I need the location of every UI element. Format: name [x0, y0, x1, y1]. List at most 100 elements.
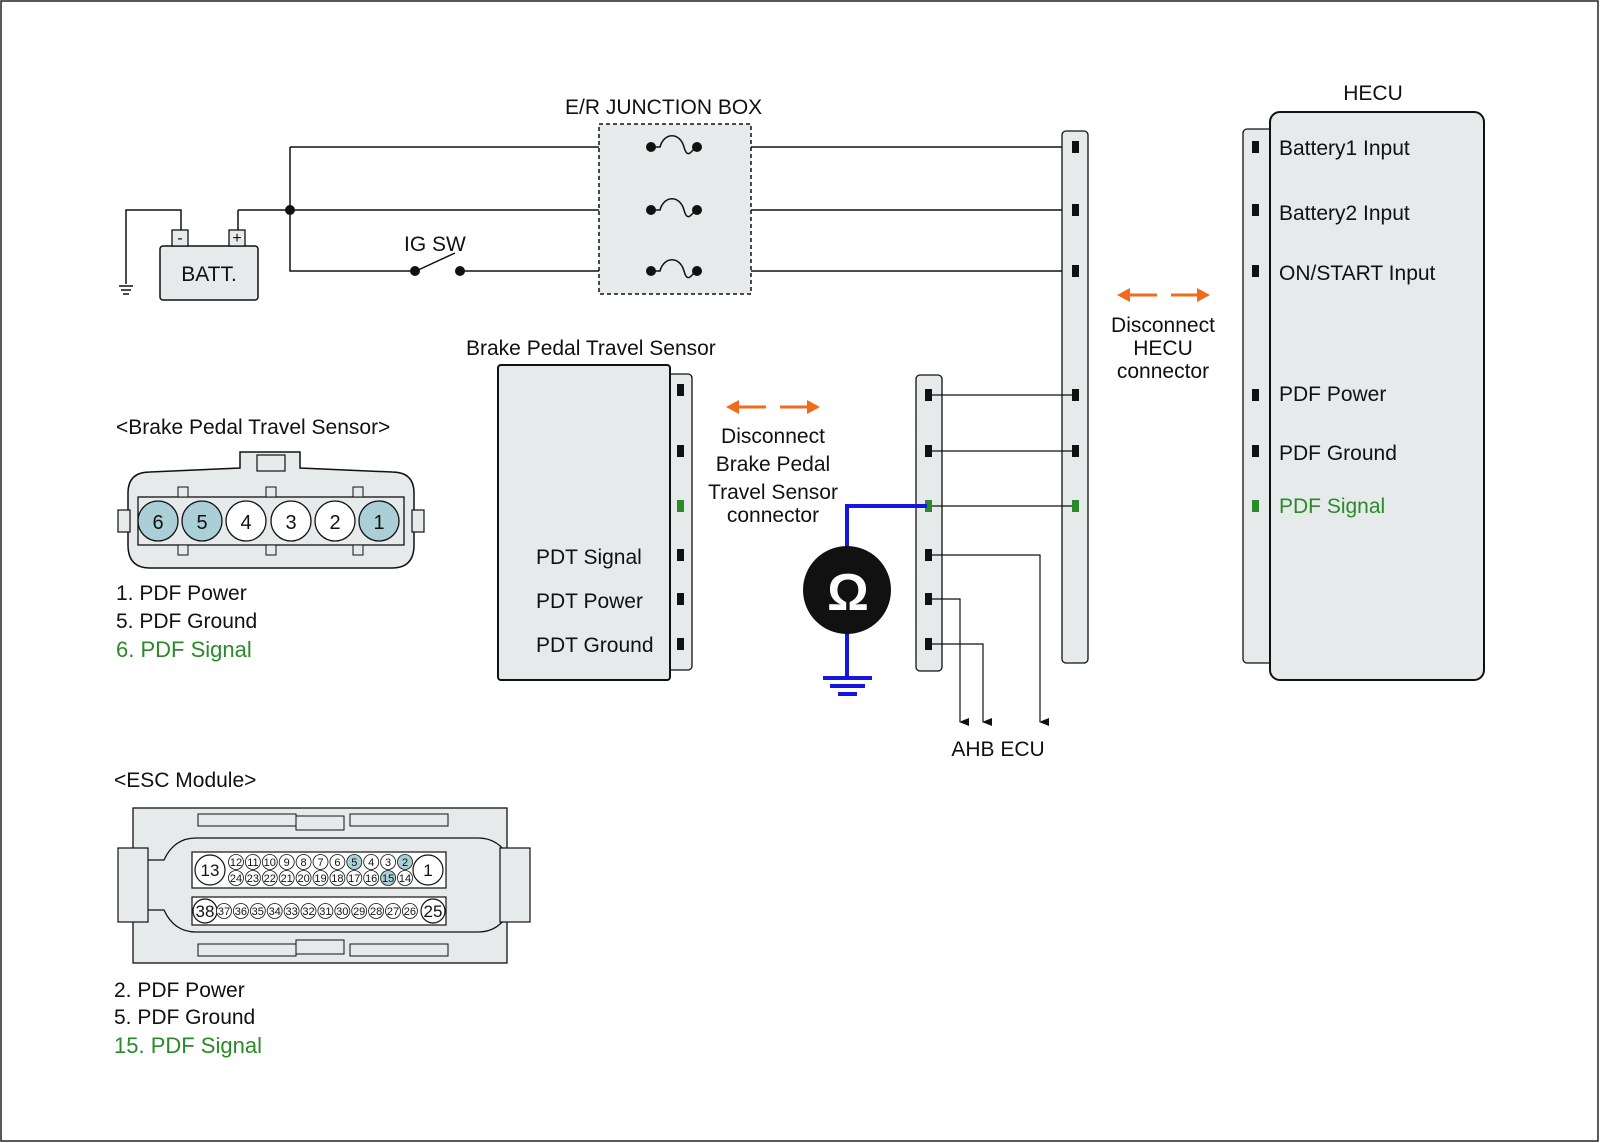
- esc-pin-12-circle: [228, 854, 244, 870]
- esc-pin-33: 33: [285, 906, 297, 918]
- ohm-symbol: Ω: [827, 564, 869, 622]
- disconnect-hecu-line3: connector: [1117, 360, 1209, 383]
- ohmmeter: Ω: [803, 504, 927, 696]
- esc-pin-29: 29: [353, 906, 365, 918]
- esc-pin-3: 3: [385, 857, 391, 869]
- esc-pin-11: 11: [247, 857, 258, 869]
- esc-pin-24: 24: [230, 873, 242, 885]
- esc-pin-23: 23: [247, 873, 259, 885]
- esc-pin-21-circle: [278, 870, 295, 886]
- esc-pin-20-circle: [295, 870, 312, 886]
- bpts-pin-2: 2: [329, 512, 340, 534]
- esc-pin-3-circle: [380, 854, 397, 870]
- sensor-pin-pdt-ground: PDT Ground: [536, 634, 654, 657]
- junction-box-title: E/R JUNCTION BOX: [565, 96, 762, 119]
- esc-pin-18: 18: [331, 873, 343, 885]
- esc-pin-26: 26: [404, 906, 416, 918]
- bpts-legend-power: 1. PDF Power: [116, 582, 247, 605]
- hecu-pin-pdf-signal: PDF Signal: [1279, 495, 1385, 518]
- esc-pin-36-circle: [232, 903, 249, 919]
- esc-pin-13: 13: [201, 861, 220, 880]
- esc-pin-25: 25: [424, 902, 443, 921]
- esc-pin-22-circle: [261, 870, 278, 886]
- sensor-title: Brake Pedal Travel Sensor: [466, 337, 716, 360]
- esc-pin-2-circle: [397, 854, 413, 870]
- bpts-pin-6: 6: [152, 512, 163, 534]
- esc-pin-26-circle: [401, 903, 418, 919]
- ahb-ecu-label: AHB ECU: [951, 738, 1044, 761]
- esc-pin-9: 9: [284, 857, 290, 869]
- disconnect-sensor-line2: Brake Pedal: [716, 453, 830, 476]
- esc-pin-4: 4: [368, 857, 374, 869]
- esc-pin-8-circle: [295, 854, 312, 870]
- power-wires: [119, 146, 1075, 295]
- esc-pin-16-circle: [363, 870, 380, 886]
- middle-connector-pins: [925, 389, 932, 650]
- esc-pin-1: 1: [423, 861, 432, 880]
- esc-pin-30-circle: [334, 903, 351, 919]
- esc-pin-7: 7: [317, 857, 323, 869]
- sensor-pin-pdt-power: PDT Power: [536, 590, 643, 613]
- esc-pin-37: 37: [218, 906, 230, 918]
- esc-pin-17: 17: [348, 873, 360, 885]
- bpts-pin-1: 1: [373, 512, 384, 534]
- esc-pin-31: 31: [319, 906, 331, 918]
- esc-pin-10-circle: [261, 854, 278, 870]
- esc-pin-35: 35: [252, 906, 264, 918]
- battery-label: BATT.: [181, 263, 237, 286]
- esc-pin-28: 28: [370, 906, 382, 918]
- bpts-pin-4: 4: [240, 512, 251, 534]
- esc-pin-17-circle: [346, 870, 363, 886]
- sensor-pin-pdt-signal: PDT Signal: [536, 546, 642, 569]
- disconnect-hecu-note: Disconnect HECU connector: [1111, 288, 1215, 383]
- ohmmeter-icon: [803, 546, 891, 634]
- battery-positive-label: +: [232, 230, 241, 247]
- battery-negative-label: -: [177, 230, 182, 247]
- esc-pin-34: 34: [269, 906, 281, 918]
- esc-legend-power: 2. PDF Power: [114, 979, 245, 1002]
- esc-pin-23-circle: [244, 870, 261, 886]
- disconnect-hecu-line2: HECU: [1133, 337, 1193, 360]
- ignition-switch: IG SW: [404, 233, 466, 276]
- bpts-pin-5: 5: [196, 512, 207, 534]
- harness-connector-pins: [1072, 141, 1079, 512]
- esc-pin-18-circle: [329, 870, 346, 886]
- esc-pin-36: 36: [235, 906, 247, 918]
- esc-pin-27: 27: [387, 906, 399, 918]
- bpts-legend-ground: 5. PDF Ground: [116, 610, 257, 633]
- esc-pin-27-circle: [385, 903, 401, 919]
- esc-pin-14: 14: [399, 873, 411, 885]
- hecu-pin-on-start: ON/START Input: [1279, 262, 1436, 285]
- disconnect-sensor-note: Disconnect Brake Pedal Travel Sensor con…: [708, 400, 838, 527]
- esc-pin-14-circle: [397, 870, 413, 886]
- esc-pin-4-circle: [363, 854, 380, 870]
- esc-pin-28-circle: [368, 903, 385, 919]
- disconnect-hecu-line1: Disconnect: [1111, 314, 1215, 337]
- esc-pin-38: 38: [196, 902, 215, 921]
- sensor-harness-connector: [915, 374, 943, 672]
- hecu-pin-battery1: Battery1 Input: [1279, 137, 1410, 160]
- esc-pin-11-circle: [244, 854, 261, 870]
- esc-pin-5: 5: [351, 857, 357, 869]
- bpts-connector-title: <Brake Pedal Travel Sensor>: [116, 416, 390, 439]
- esc-pin-10: 10: [264, 857, 276, 869]
- esc-pin-37-circle: [216, 903, 232, 919]
- esc-pin-15-circle: [380, 870, 397, 886]
- esc-pin-9-circle: [278, 854, 295, 870]
- esc-pin-15: 15: [382, 873, 394, 885]
- battery: - + BATT.: [159, 229, 259, 301]
- disconnect-sensor-line4: connector: [727, 504, 819, 527]
- esc-legend-signal: 15. PDF Signal: [114, 1033, 262, 1058]
- bpts-legend-signal: 6. PDF Signal: [116, 637, 252, 662]
- brake-pedal-travel-sensor: Brake Pedal Travel Sensor PDT Signal PDT…: [466, 337, 716, 681]
- hecu-pin-pdf-ground: PDF Ground: [1279, 442, 1397, 465]
- bpts-pin-3: 3: [285, 512, 296, 534]
- esc-pin-24-circle: [228, 870, 244, 886]
- esc-pin-32-circle: [300, 903, 317, 919]
- esc-pin-2: 2: [402, 857, 408, 869]
